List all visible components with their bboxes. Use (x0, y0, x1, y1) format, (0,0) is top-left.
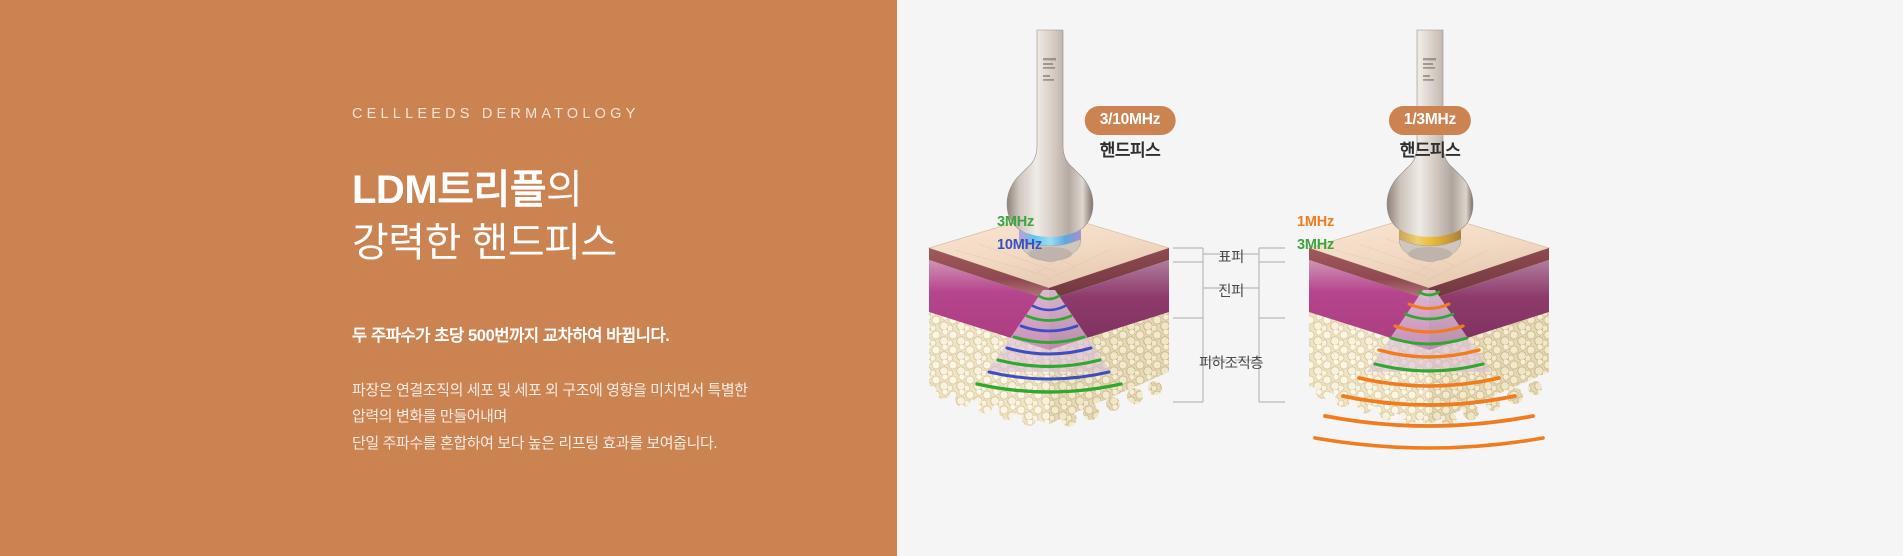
badge-frequency-right: 1/3MHz (1388, 106, 1472, 135)
handpiece-diagram: 3/10MHz 핸드피스 3MHz 10MHz 1/3MHz 핸드피스 1MHz… (897, 0, 1903, 556)
headline-line1-strong: LDM트리플 (352, 168, 547, 212)
badge-subtitle-left: 핸드피스 (1099, 141, 1161, 160)
skin-layer-brackets (1173, 247, 1285, 403)
device-left-illustration (927, 29, 1171, 427)
freq-label-right-top: 1MHz (1297, 214, 1335, 230)
layer-label-subcutaneous: 피하조직층 (1198, 356, 1264, 372)
right-diagram-panel: 3/10MHz 핸드피스 3MHz 10MHz 1/3MHz 핸드피스 1MHz… (897, 0, 1903, 556)
layer-label-dermis: 진피 (1218, 284, 1244, 300)
headline-line2: 강력한 핸드피스 (352, 220, 617, 265)
lead-statement: 두 주파수가 초당 500번까지 교차하여 바뀝니다. (352, 327, 670, 345)
badge-frequency-left: 3/10MHz (1084, 106, 1176, 135)
device-left-group: 3/10MHz 핸드피스 3MHz 10MHz (977, 0, 1397, 556)
layer-label-epidermis: 표피 (1218, 250, 1244, 266)
device-right-illustration (1307, 29, 1551, 450)
freq-label-left-top: 3MHz (997, 214, 1035, 230)
freq-label-left-bottom: 10MHz (997, 237, 1042, 253)
brand-eyebrow: CELLLEEDS DERMATOLOGY (352, 106, 640, 122)
device-right-group: 1/3MHz 핸드피스 1MHz 3MHz (1297, 0, 1777, 556)
body-line-1: 파장은 연결조직의 세포 및 세포 외 구조에 영향을 미치면서 특별한 (352, 382, 748, 399)
headline-line1-tail: 의 (546, 168, 583, 212)
body-copy: 파장은 연결조직의 세포 및 세포 외 구조에 영향을 미치면서 특별한 압력의… (352, 378, 748, 457)
left-text-panel: CELLLEEDS DERMATOLOGY LDM트리플의 강력한 핸드피스 두… (0, 0, 897, 556)
body-line-2: 압력의 변화를 만들어내며 (352, 408, 507, 426)
left-text-block: CELLLEEDS DERMATOLOGY LDM트리플의 강력한 핸드피스 두… (352, 0, 872, 556)
page-title: LDM트리플의 강력한 핸드피스 (352, 164, 617, 270)
freq-label-right-bottom: 3MHz (1297, 237, 1335, 253)
skin-cross-section-illustration (927, 29, 1551, 450)
badge-subtitle-right: 핸드피스 (1399, 141, 1461, 160)
body-line-3: 단일 주파수를 혼합하여 보다 높은 리프팅 효과를 보여줍니다. (352, 434, 718, 452)
